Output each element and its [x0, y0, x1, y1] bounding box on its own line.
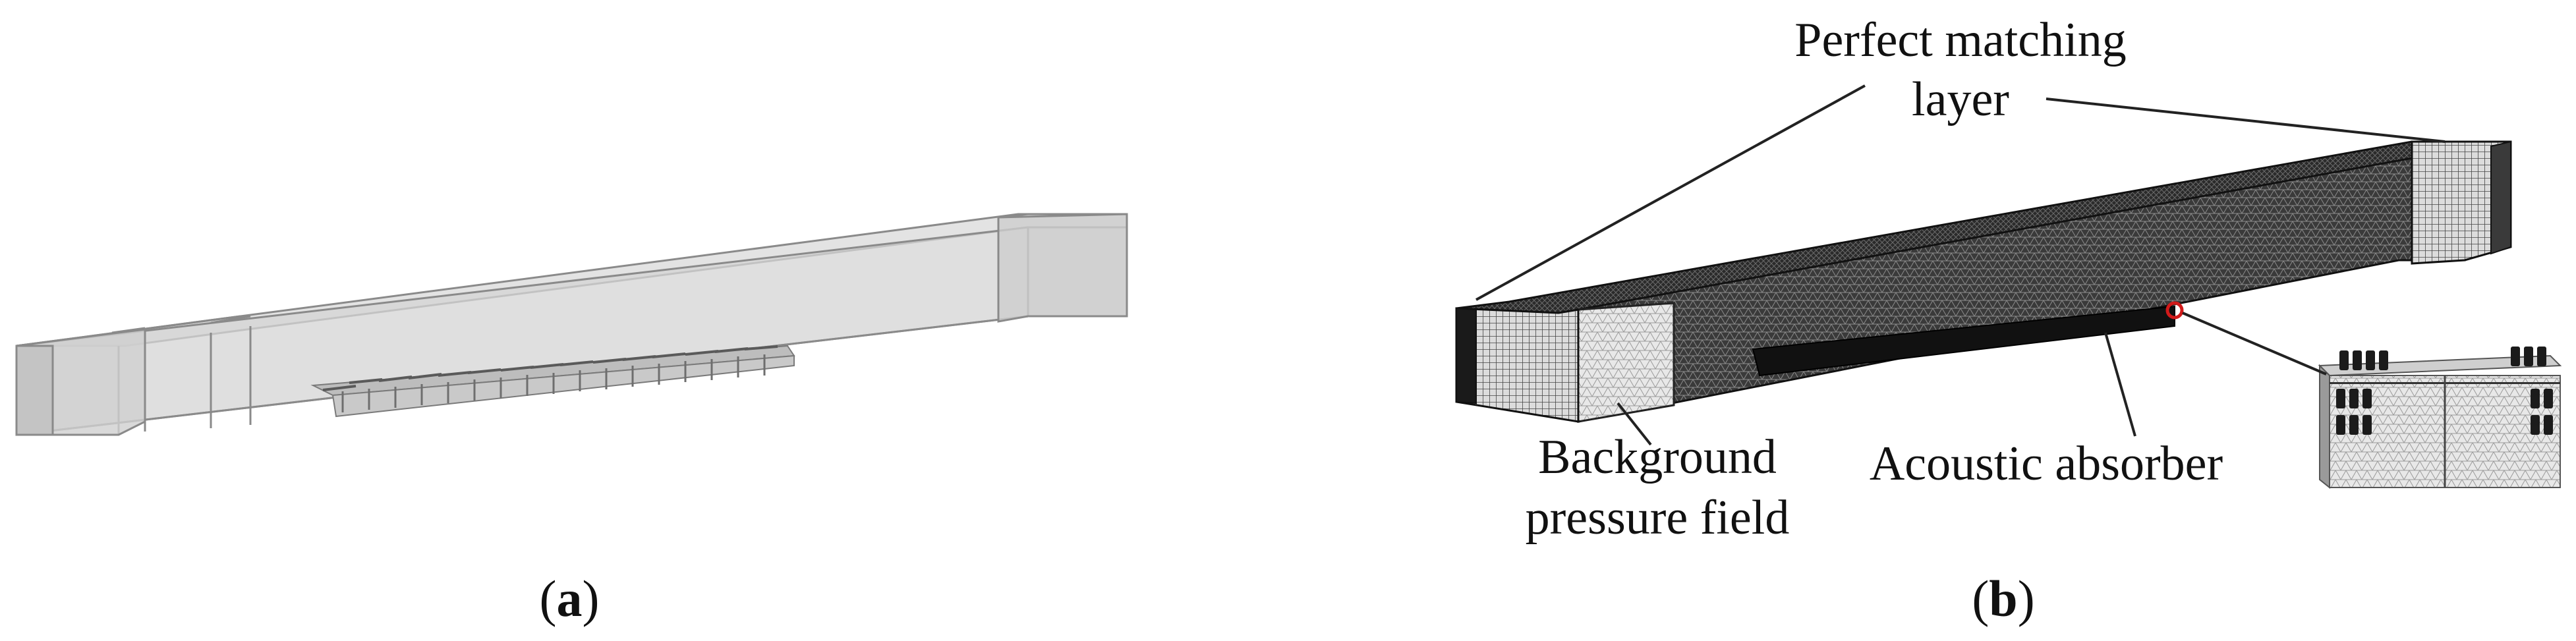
- absorber-label: Acoustic absorber: [1870, 437, 2223, 491]
- duct-front-face: [15, 226, 1128, 436]
- left-block-face: [15, 345, 54, 436]
- pml-label-line2: layer: [1912, 72, 2009, 126]
- right-pml-block: [2411, 140, 2512, 265]
- background-label-line1: Background: [1538, 430, 1777, 484]
- highlight-ring: [2165, 301, 2184, 320]
- pml-label-line1: Perfect matching: [1794, 13, 2126, 67]
- background-pressure-region: [1577, 302, 1675, 423]
- left-pml-side: [1456, 307, 1477, 404]
- absorber-cells-row: [310, 345, 795, 418]
- right-pml-side: [2490, 140, 2511, 255]
- background-label-line2: pressure field: [1526, 491, 1790, 545]
- inset-leader: [2182, 312, 2327, 376]
- absorber-mesh-strip: [1752, 305, 2175, 377]
- unit-cell-detail-inset: [2318, 347, 2562, 489]
- leader-lines: [1475, 84, 2446, 446]
- absorber-leader: [2104, 332, 2136, 437]
- right-end-block: [997, 213, 1128, 323]
- inset-necks: [2336, 347, 2553, 435]
- panel-a-wireframe-model: [15, 213, 1128, 436]
- pml-leader-right: [2046, 98, 2446, 143]
- background-leader: [1617, 402, 1652, 446]
- panel-b-mesh-model: [1455, 84, 2562, 489]
- caption-b: (b): [1972, 570, 2034, 627]
- pml-leader-left: [1475, 84, 1866, 301]
- caption-a: (a): [540, 570, 600, 627]
